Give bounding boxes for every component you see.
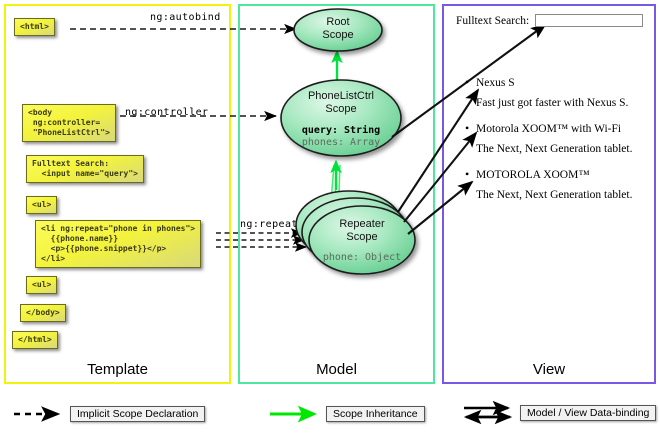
legend-green-arrow-icon xyxy=(270,405,317,423)
legend-item-scope-inheritance: Scope Inheritance xyxy=(268,404,425,424)
list-item[interactable]: Motorola XOOM™ with Wi-Fi The Next, Next… xyxy=(465,121,648,158)
phone-snippet: Fast just got faster with Nexus S. xyxy=(476,97,629,109)
connector-label-ng-repeat: ng:repeat xyxy=(240,219,298,230)
code-box-html-open: <html> xyxy=(14,18,55,36)
phone-snippet: The Next, Next Generation tablet. xyxy=(476,189,633,201)
panel-label-model: Model xyxy=(316,361,357,378)
code-box-body-close: </body> xyxy=(20,304,66,322)
connector-label-ng-controller: ng:controller xyxy=(125,107,209,118)
phone-name: MOTOROLA XOOM™ xyxy=(476,169,590,181)
panel-label-view: View xyxy=(532,361,566,378)
phone-name: Motorola XOOM™ with Wi-Fi xyxy=(476,123,622,135)
panel-template xyxy=(4,4,231,384)
legend-item-model-view-data-binding: Model / View Data-binding xyxy=(462,400,657,426)
phone-name: Nexus S xyxy=(476,77,515,89)
code-box-li-repeat: <li ng:repeat="phone in phones"> {{phone… xyxy=(35,220,202,268)
list-item[interactable]: MOTOROLA XOOM™ The Next, Next Generation… xyxy=(465,167,648,204)
legend-label-model-view-data-binding: Model / View Data-binding xyxy=(520,405,657,421)
legend-dashed-arrow-icon xyxy=(14,406,61,422)
view-content: Fulltext Search: Nexus S Fast just got f… xyxy=(452,14,648,344)
legend-double-arrow-icon xyxy=(463,400,513,425)
legend: Implicit Scope Declaration Scope Inherit… xyxy=(0,396,660,435)
phone-snippet: The Next, Next Generation tablet. xyxy=(476,143,633,155)
panel-model xyxy=(238,4,435,384)
list-item[interactable]: Nexus S Fast just got faster with Nexus … xyxy=(465,75,648,112)
code-box-html-close: </html> xyxy=(12,331,58,349)
legend-label-scope-inheritance: Scope Inheritance xyxy=(326,406,425,422)
code-box-body-open: <body ng:controller= "PhoneListCtrl"> xyxy=(22,104,116,142)
fulltext-search-row: Fulltext Search: xyxy=(456,14,648,27)
phone-list: Nexus S Fast just got faster with Nexus … xyxy=(452,75,648,204)
code-box-search: Fulltext Search: <input name="query"> xyxy=(26,155,144,183)
legend-label-implicit-scope-declaration: Implicit Scope Declaration xyxy=(70,406,206,422)
code-box-ul-open: <ul> xyxy=(26,196,58,214)
code-box-ul-close: <ul> xyxy=(26,276,58,294)
fulltext-search-label: Fulltext Search: xyxy=(456,14,530,27)
connector-label-ng-autobind: ng:autobind xyxy=(150,12,221,23)
legend-item-implicit-scope-declaration: Implicit Scope Declaration xyxy=(12,404,206,424)
panel-label-template: Template xyxy=(87,361,148,378)
search-input[interactable] xyxy=(535,14,644,27)
